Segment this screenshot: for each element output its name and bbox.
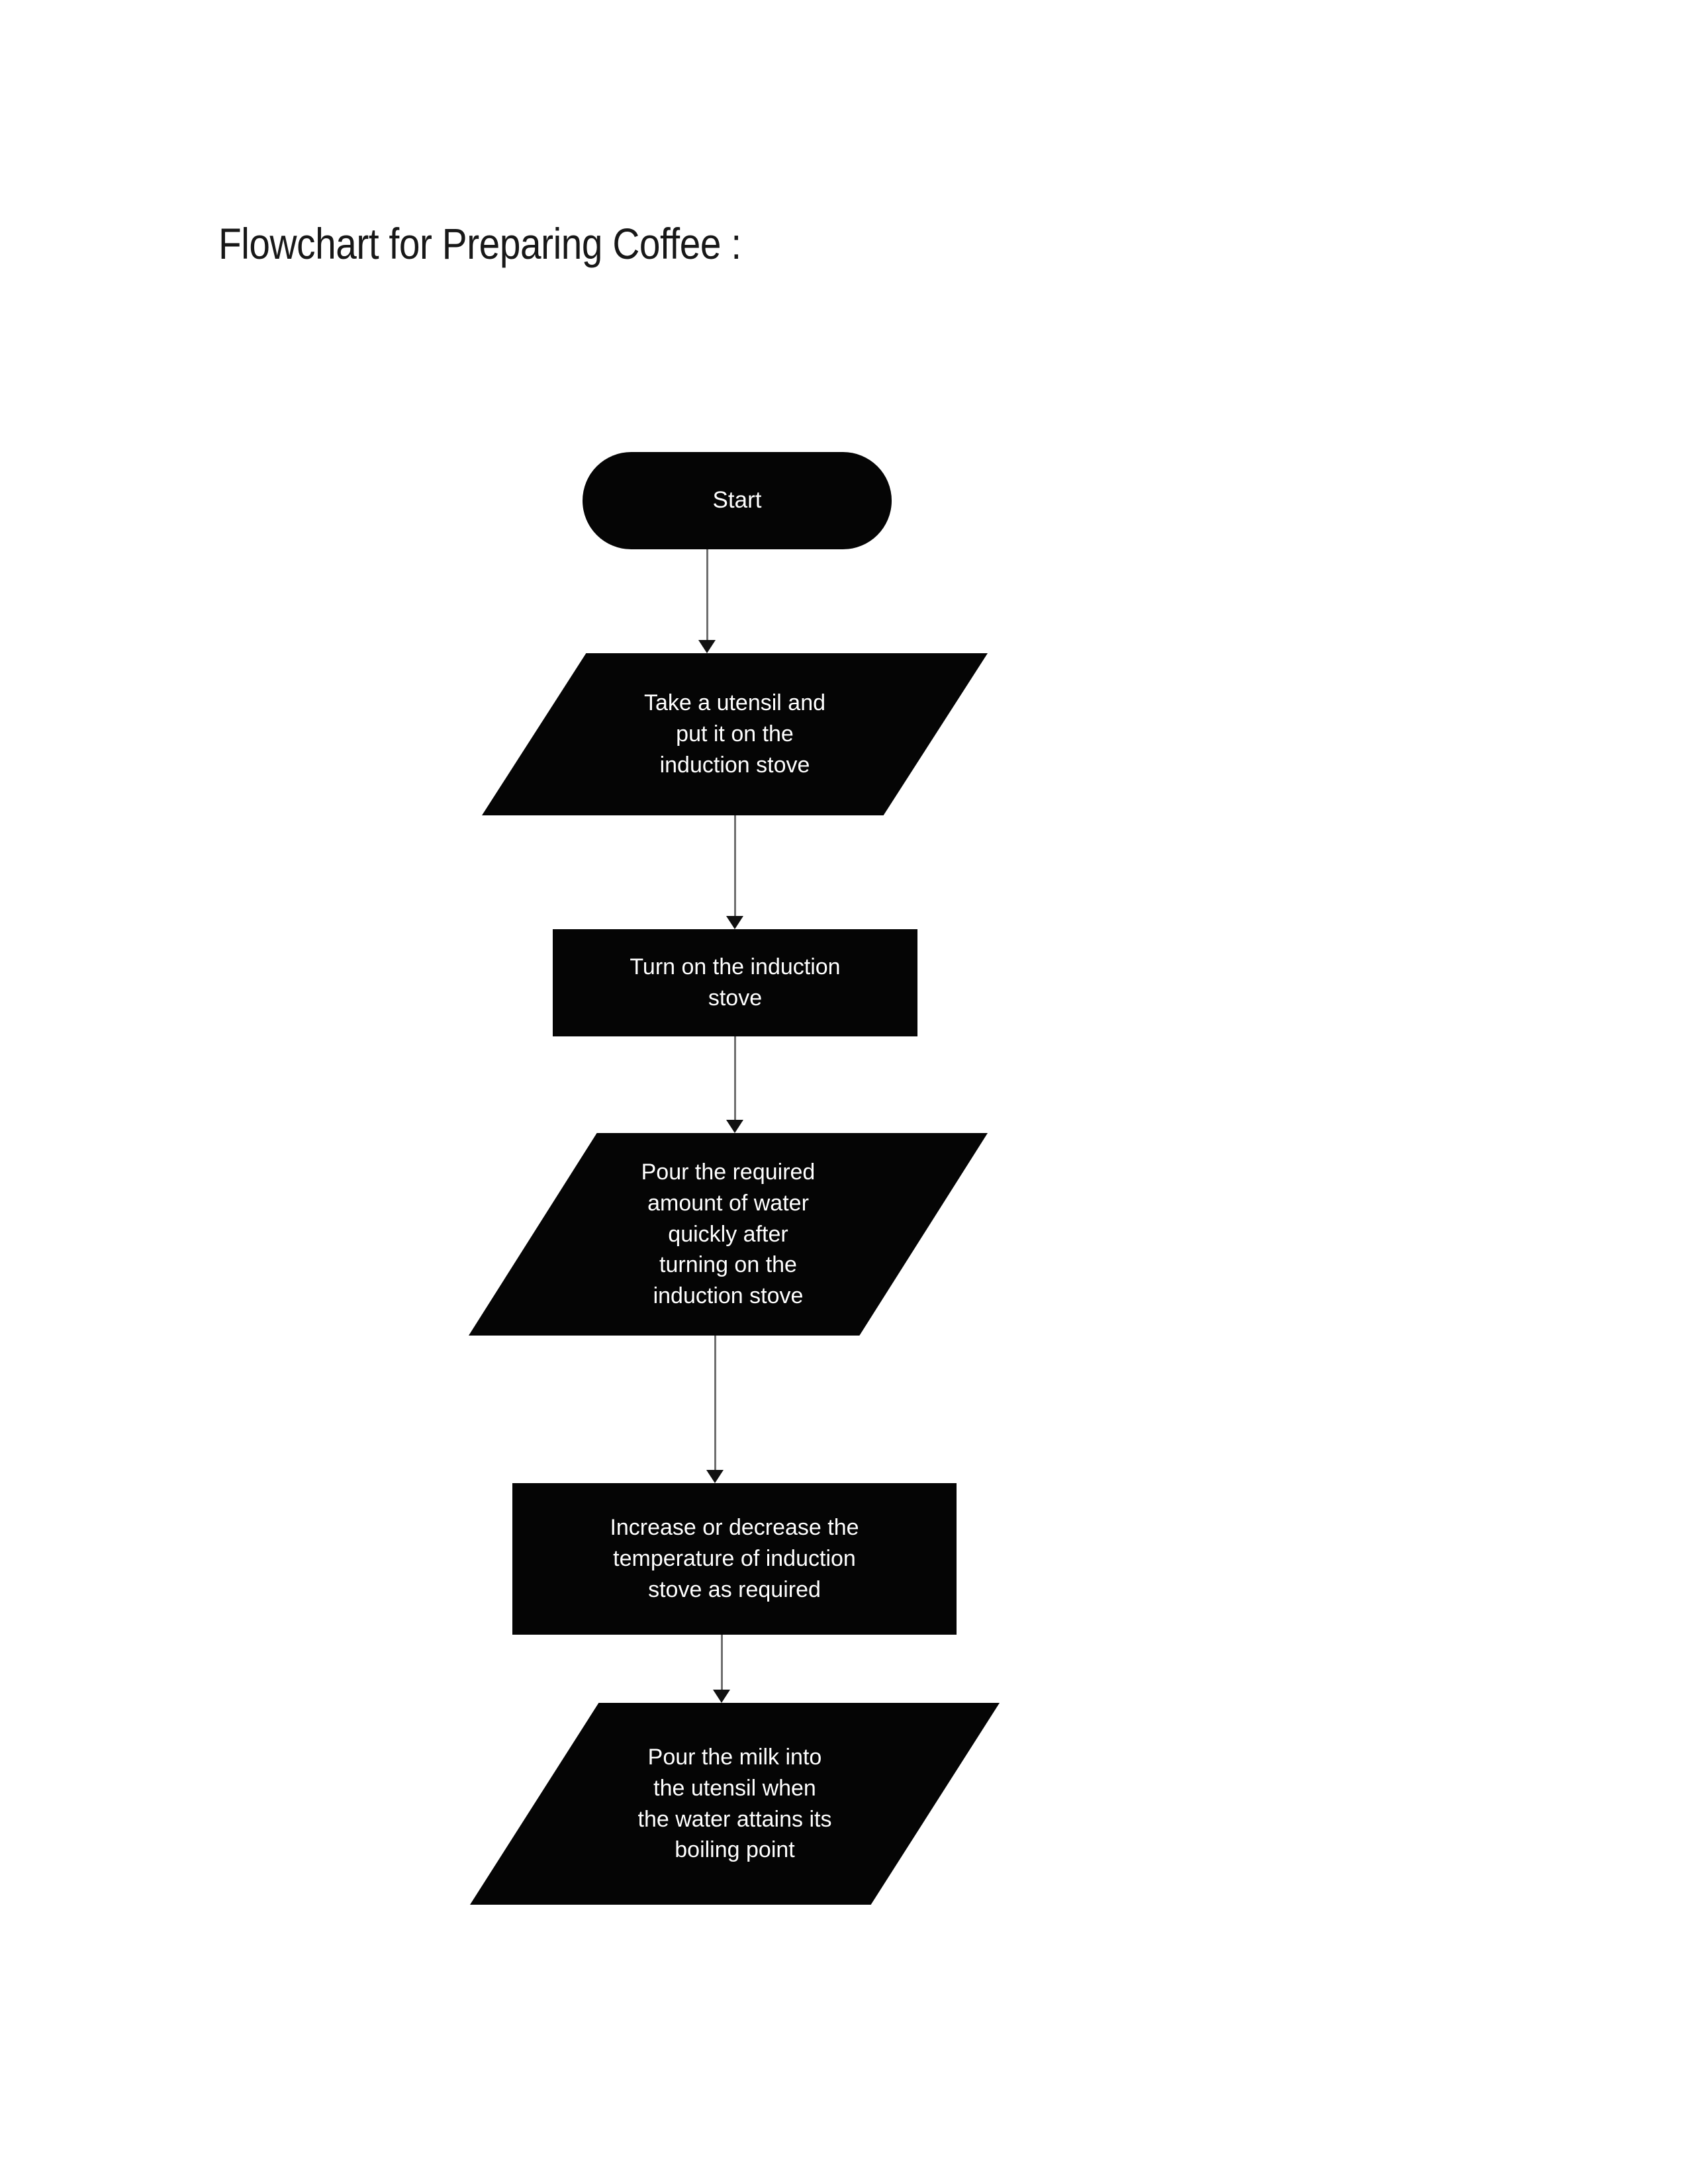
arrowhead-icon <box>706 1470 724 1483</box>
connector-start-to-take-utensil <box>687 549 727 653</box>
flow-node-start[interactable]: Start <box>583 452 892 549</box>
connector-line <box>706 549 708 642</box>
connector-line <box>733 815 736 918</box>
connector-line <box>714 1336 716 1472</box>
connector-line <box>720 1635 723 1692</box>
connector-adjust-temperature-to-pour-milk <box>702 1635 741 1703</box>
flow-node-adjust-temperature[interactable]: Increase or decrease the temperature of … <box>512 1483 957 1635</box>
connector-pour-water-to-adjust-temperature <box>695 1336 735 1483</box>
arrowhead-icon <box>698 640 716 653</box>
arrowhead-icon <box>726 916 743 929</box>
flow-node-take-utensil-label: Take a utensil and put it on the inducti… <box>643 690 826 778</box>
arrowhead-icon <box>713 1690 730 1703</box>
flow-node-adjust-temperature-label: Increase or decrease the temperature of … <box>610 1515 859 1602</box>
flow-node-pour-water[interactable]: Pour the required amount of water quickl… <box>469 1133 988 1336</box>
page-title: Flowchart for Preparing Coffee : <box>218 219 741 268</box>
flow-node-take-utensil[interactable]: Take a utensil and put it on the inducti… <box>482 653 988 815</box>
connector-take-utensil-to-turn-on-stove <box>715 815 755 929</box>
flow-node-turn-on-stove-label: Turn on the induction stove <box>630 954 841 1011</box>
connector-line <box>733 1036 736 1122</box>
connector-turn-on-stove-to-pour-water <box>715 1036 755 1133</box>
flow-node-pour-water-label: Pour the required amount of water quickl… <box>641 1159 816 1309</box>
flow-node-start-label: Start <box>712 487 762 514</box>
flow-node-pour-milk-label: Pour the milk into the utensil when the … <box>637 1744 832 1863</box>
flow-node-turn-on-stove[interactable]: Turn on the induction stove <box>553 929 917 1036</box>
arrowhead-icon <box>726 1120 743 1133</box>
flow-node-pour-milk[interactable]: Pour the milk into the utensil when the … <box>470 1703 1000 1905</box>
